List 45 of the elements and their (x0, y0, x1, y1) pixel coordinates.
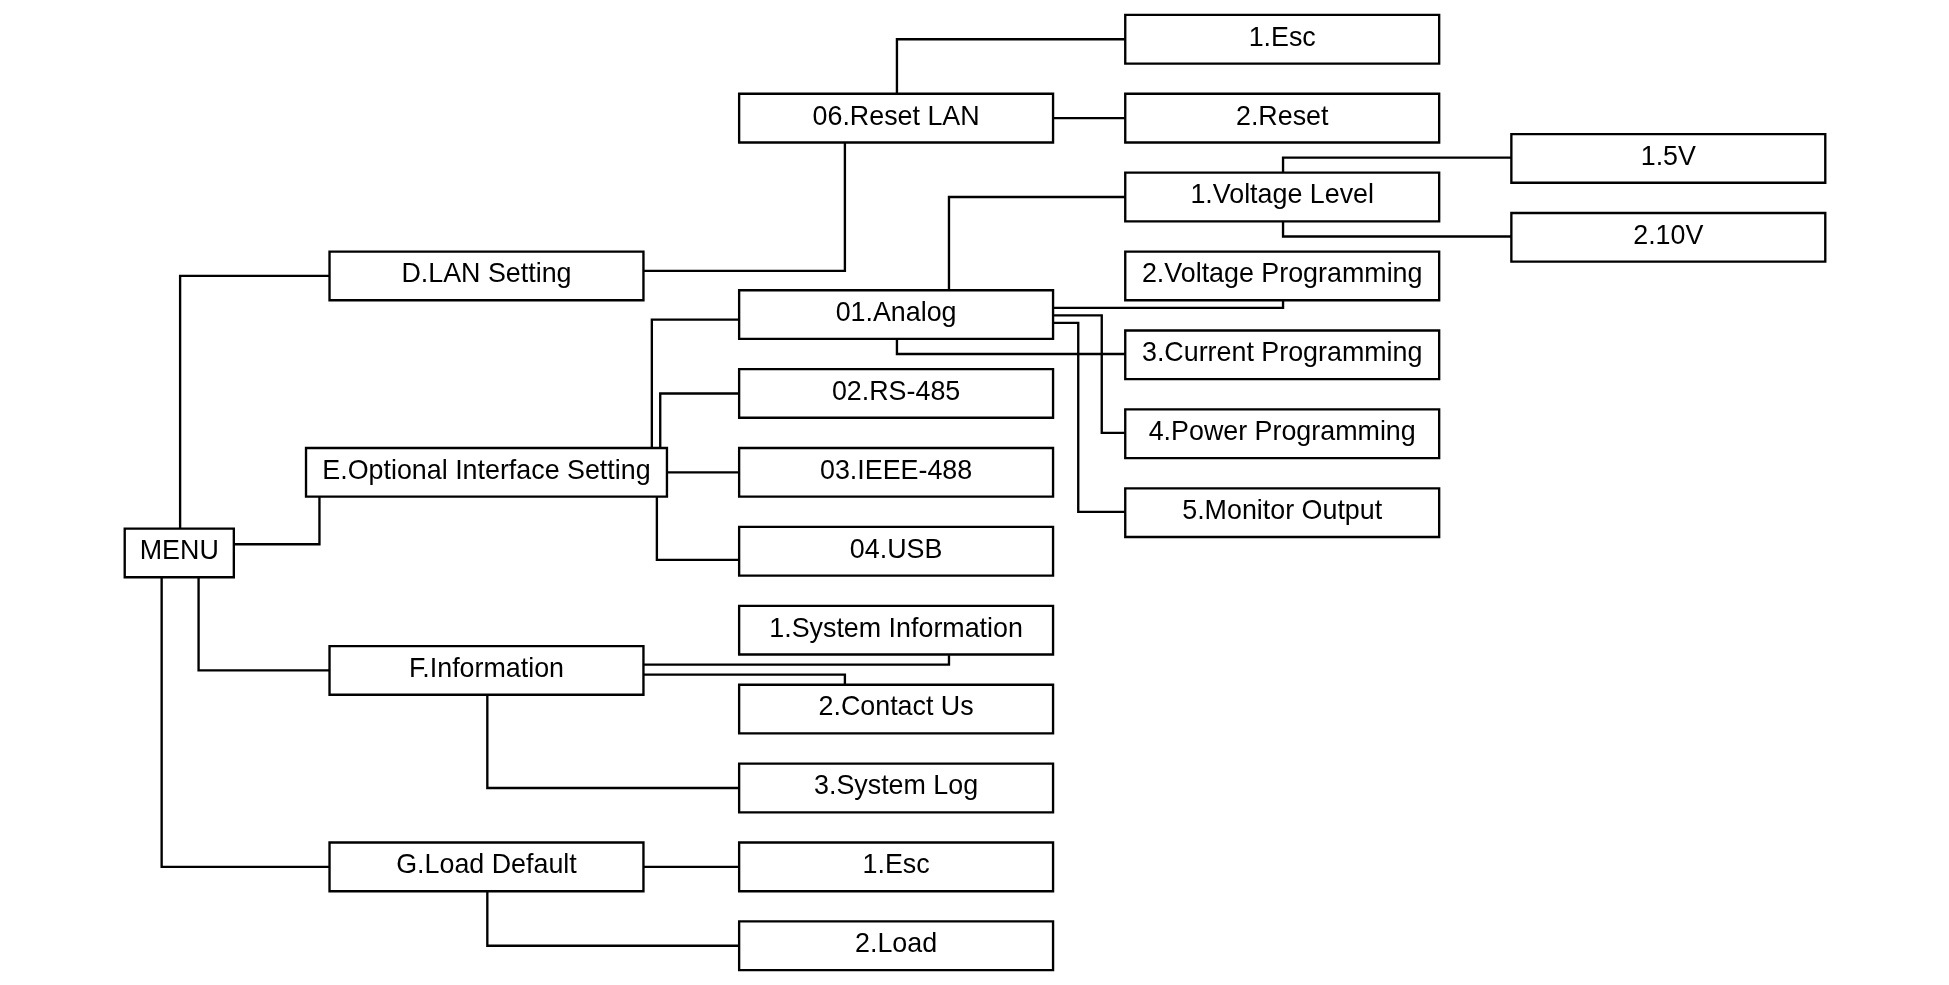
node-box: 1.5V (1509, 132, 1826, 184)
node-box: 02.RS-485 (737, 367, 1054, 419)
node-box: MENU (123, 527, 235, 579)
node-box: 1.Voltage Level (1123, 171, 1440, 223)
connector (1053, 321, 1125, 513)
connector (159, 577, 329, 869)
connector (1281, 221, 1511, 238)
node-box: E.Optional Interface Setting (304, 446, 668, 498)
node-box: D.LAN Setting (327, 250, 645, 302)
connector (655, 496, 739, 562)
node-box: 4.Power Programming (1123, 408, 1440, 460)
node-box: 5.Monitor Output (1123, 487, 1440, 539)
connector (1281, 156, 1511, 173)
connector (643, 673, 846, 685)
connector (650, 318, 739, 448)
node-box: 2.Contact Us (737, 683, 1054, 735)
connector (947, 195, 1125, 291)
connector (233, 496, 321, 546)
connector (643, 865, 739, 869)
node-box: G.Load Default (327, 841, 645, 893)
node-box: 01.Analog (737, 289, 1054, 341)
connector (658, 392, 739, 448)
connector (895, 339, 1125, 356)
node-box: 2.Voltage Programming (1123, 250, 1440, 302)
connector (643, 142, 846, 273)
node-box: 2.10V (1509, 211, 1826, 263)
connector (196, 577, 329, 672)
connector (643, 655, 950, 666)
connector (178, 274, 329, 529)
node-box: 3.Current Programming (1123, 329, 1440, 381)
node-box: 04.USB (737, 525, 1054, 577)
connector (485, 891, 739, 947)
node-box: F.Information (327, 644, 645, 696)
connector (1052, 116, 1125, 120)
node-box: 2.Load (737, 920, 1054, 972)
connector (485, 694, 739, 790)
node-box: 1.Esc (1123, 13, 1440, 65)
node-box: 1.System Information (737, 604, 1054, 656)
node-box: 1.Esc (737, 841, 1054, 893)
node-box: 06.Reset LAN (737, 92, 1054, 144)
connector (895, 38, 1125, 94)
node-box: 3.System Log (737, 762, 1054, 814)
connector (666, 471, 739, 474)
node-box: 03.IEEE-488 (737, 446, 1054, 498)
node-box: 2.Reset (1123, 92, 1440, 144)
